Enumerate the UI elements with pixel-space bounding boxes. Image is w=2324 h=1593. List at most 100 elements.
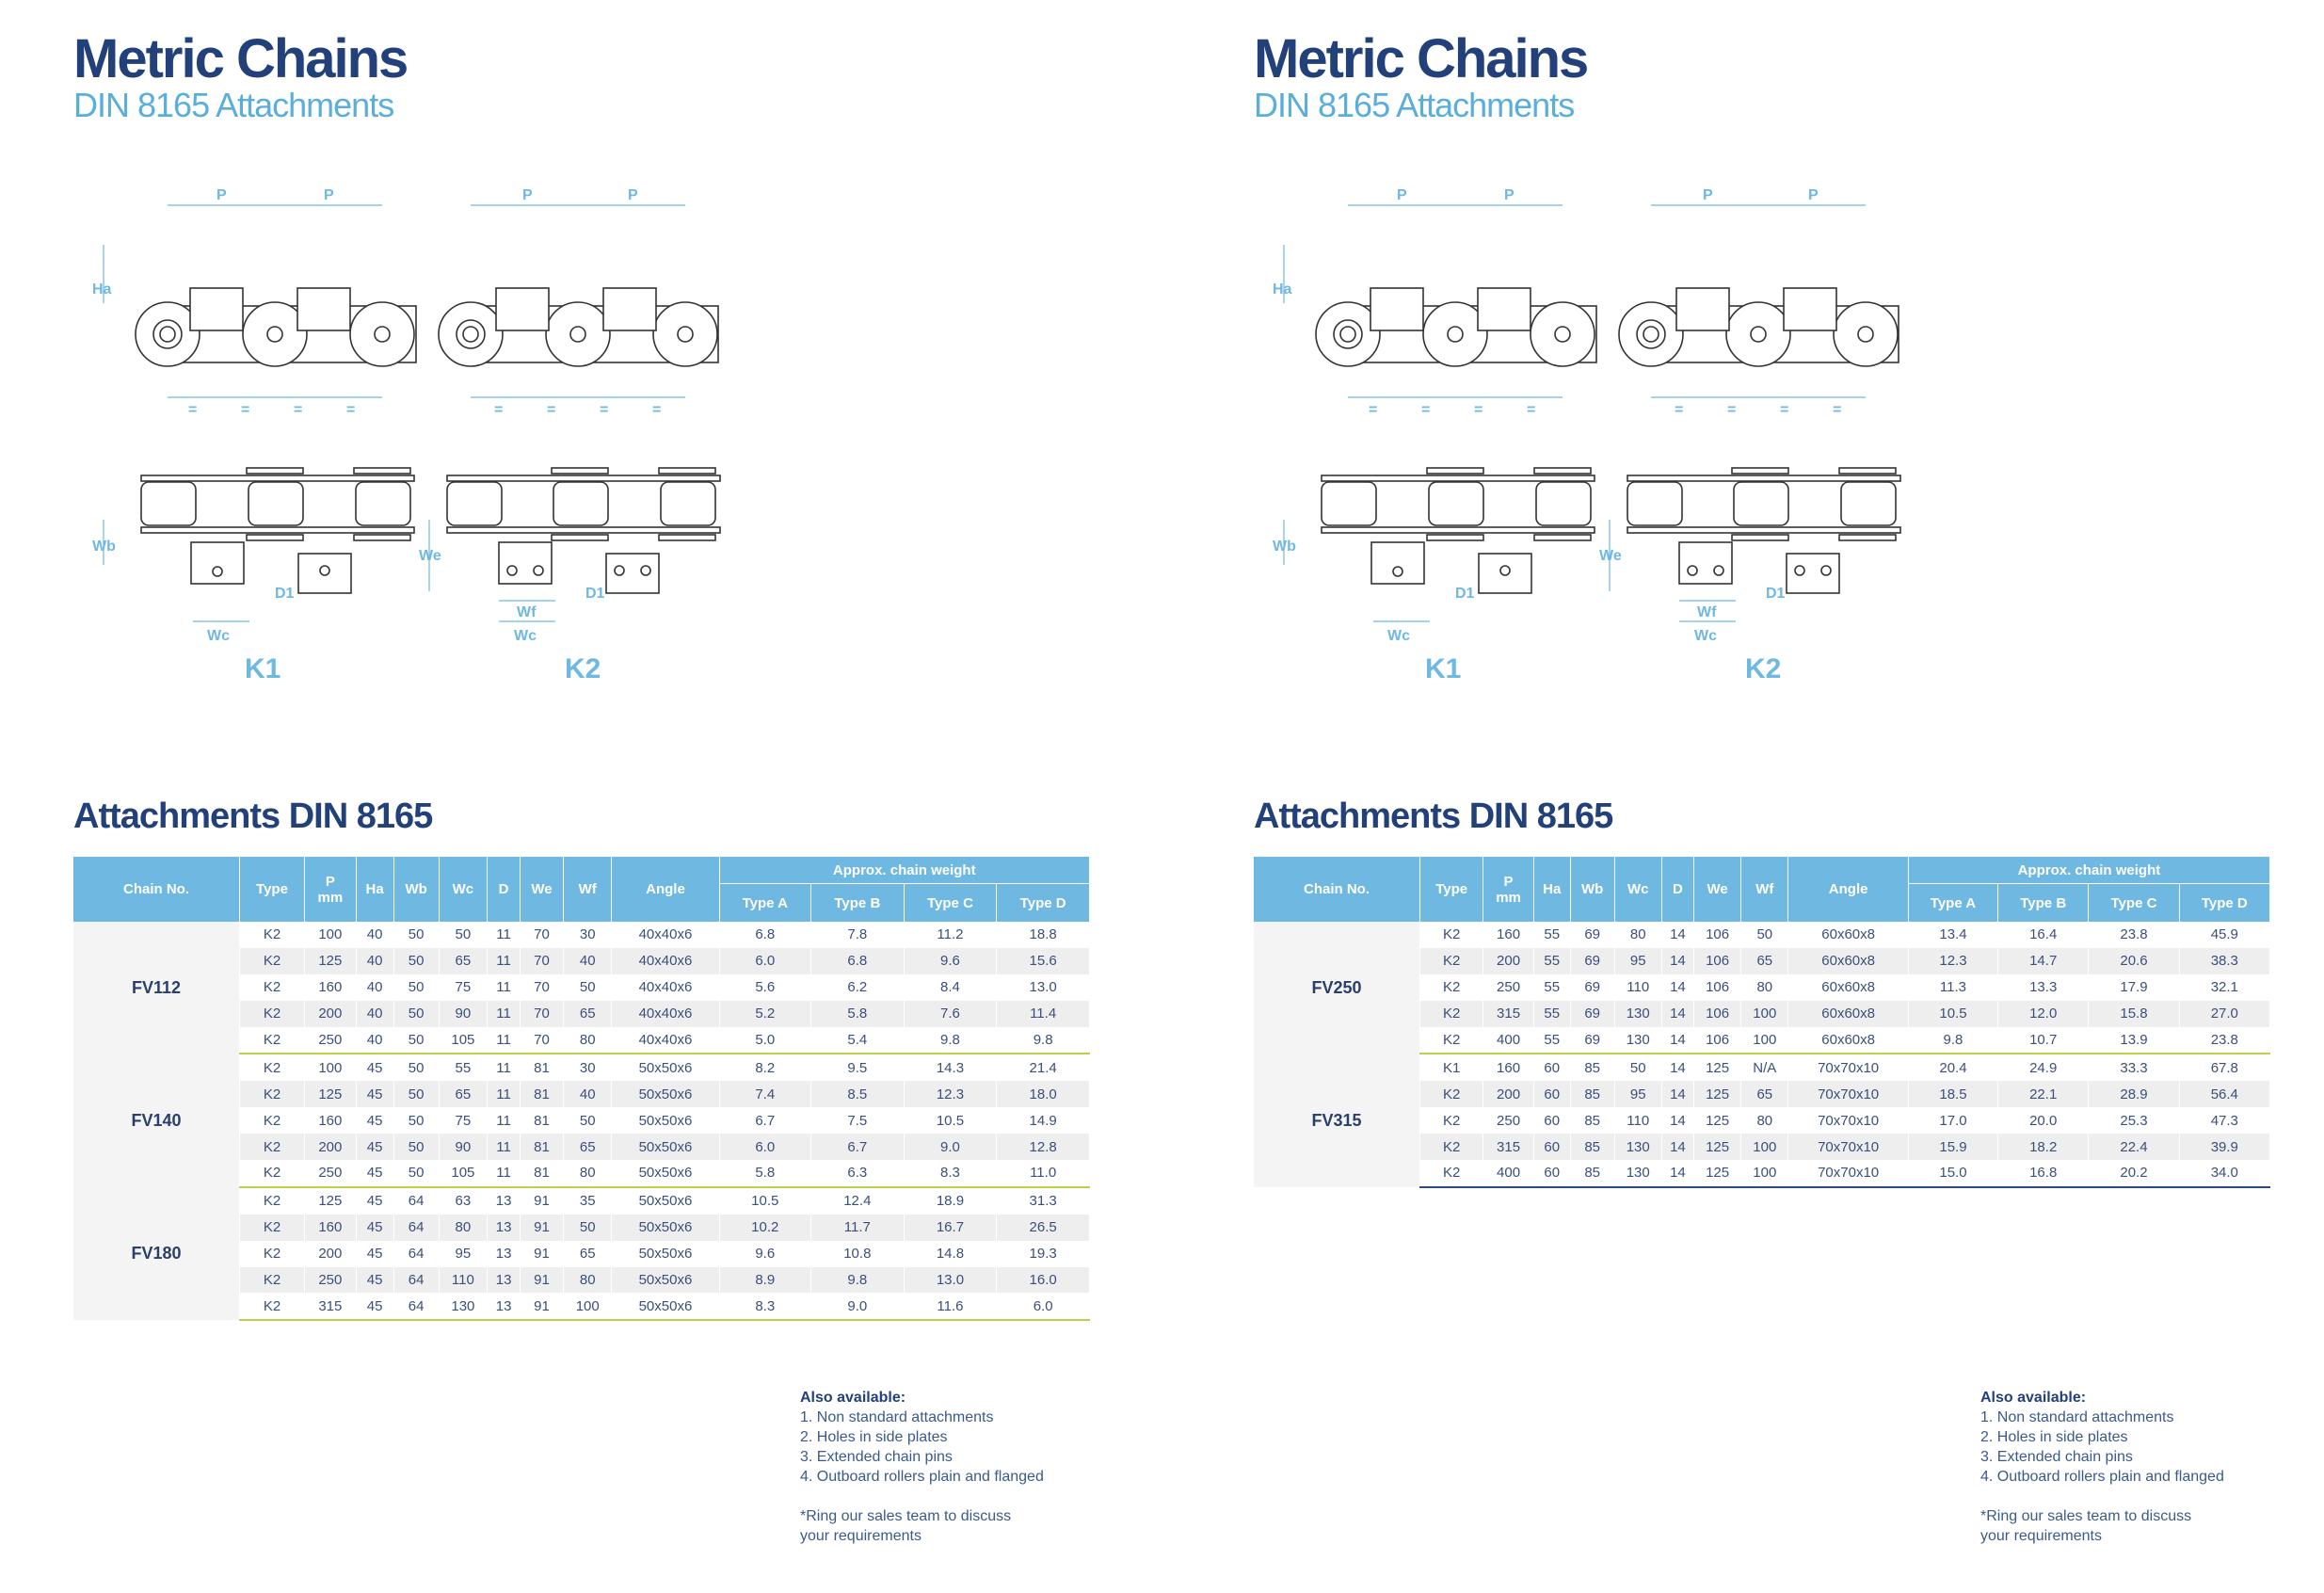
table-cell: 60 [1533,1107,1571,1134]
table-cell: 45 [356,1214,394,1241]
notes-item: 1. Non standard attachments [1980,1409,2174,1425]
col-type-c: Type C [2088,883,2180,922]
table-cell: 11.7 [810,1214,905,1241]
table-cell: 5.4 [810,1026,905,1055]
table-cell: 11.3 [1908,974,1999,1001]
col-d: D [487,857,521,922]
table-cell: 21.4 [996,1054,1090,1082]
table-cell: 40 [563,947,613,974]
table-cell: 50x50x6 [611,1266,720,1294]
page-title: Metric Chains [73,28,409,89]
table-cell: 11 [487,1026,521,1055]
col-weight-group: Approx. chain weight [1908,857,2271,884]
eq-label: = [241,402,249,418]
eq-label: = [1527,402,1535,418]
table-cell: 9.8 [1908,1026,1999,1055]
table-cell: 81 [520,1160,564,1188]
table-cell: 315 [304,1293,357,1322]
table-cell: 106 [1693,922,1742,948]
table-cell: 45 [356,1266,394,1294]
table-cell: 69 [1570,947,1615,974]
notes-item: 3. Extended chain pins [800,1449,953,1465]
table-cell: 26.5 [996,1214,1090,1241]
table-cell: 35 [563,1186,613,1215]
table-cell: 10.8 [810,1240,905,1267]
table-cell: K2 [239,1186,305,1215]
notes-item: 4. Outboard rollers plain and flanged [1980,1469,2224,1485]
table-cell: 56.4 [2179,1081,2271,1108]
table-cell: 106 [1693,947,1742,974]
col-type-b: Type B [810,883,905,922]
table-cell: 55 [1533,974,1571,1001]
chain-drawing-svg: P P P P Ha Wb We Wc Wc Wf D1 D1 = = = = … [92,187,721,684]
table-cell: K2 [239,1081,305,1108]
table-cell: 18.0 [996,1081,1090,1108]
table-cell: 16.4 [1997,922,2090,948]
table-cell: 45 [356,1134,394,1161]
col-we: We [520,857,564,922]
table-cell: K2 [239,1054,305,1082]
col-we: We [1693,857,1742,922]
table-cell: K2 [239,1026,305,1055]
eq-label: = [294,402,302,418]
table-cell: 160 [304,1107,357,1134]
table-cell: 13 [487,1214,521,1241]
table-cell: 70 [520,1026,564,1055]
table-cell: 14 [1661,1054,1694,1082]
chain-diagram: P P P P Ha Wb We Wc Wc Wf D1 D1 = = = = … [56,179,1111,781]
table-cell: 64 [393,1266,440,1294]
col-weight-group: Approx. chain weight [719,857,1090,884]
table-cell: 9.5 [810,1054,905,1082]
table-cell: 15.8 [2088,1000,2180,1027]
table-cell: 12.4 [810,1186,905,1215]
table-cell: 10.5 [904,1107,998,1134]
table-cell: 45 [356,1186,394,1215]
table-cell: 250 [1483,1107,1534,1134]
p-label: P [216,187,227,203]
table-cell: 11.6 [904,1293,998,1322]
table-cell: 125 [304,947,357,974]
table-cell: 90 [439,1134,489,1161]
col-ha: Ha [1533,857,1571,922]
table-cell: 50x50x6 [611,1081,720,1108]
table-cell: 16.0 [996,1266,1090,1294]
table-cell: 11 [487,1107,521,1134]
table-cell: 60 [1533,1081,1571,1108]
table-cell: 70x70x10 [1787,1081,1909,1108]
table-cell: 64 [393,1186,440,1215]
page-title: Metric Chains [1254,28,1589,89]
table-cell: 6.8 [810,947,905,974]
section-title: Attachments DIN 8165 [1254,796,1613,836]
notes-item: 2. Holes in side plates [1980,1429,2128,1445]
table-cell: 6.7 [719,1107,812,1134]
ha-label: Ha [92,282,112,298]
table-cell: 50 [393,922,440,948]
table-cell: 14.8 [904,1240,998,1267]
col-chain-no: Chain No. [1254,857,1420,922]
table-cell: 40 [356,1026,394,1055]
chain-no-cell: FV112 [73,922,240,1054]
table-cell: 60 [1533,1134,1571,1161]
table-cell: 9.0 [810,1293,905,1322]
col-wb: Wb [393,857,440,922]
table-cell: N/A [1740,1054,1789,1082]
table-cell: 18.8 [996,922,1090,948]
table-cell: K2 [239,1134,305,1161]
table-cell: 17.9 [2088,974,2180,1001]
col-wc: Wc [439,857,489,922]
table-cell: K2 [239,1160,305,1188]
table-cell: 40x40x6 [611,922,720,948]
table-cell: 50 [393,1134,440,1161]
eq-label: = [600,402,608,418]
table-cell: 6.0 [996,1293,1090,1322]
table-cell: K2 [1419,974,1484,1001]
table-cell: 45 [356,1160,394,1188]
table-cell: 9.8 [904,1026,998,1055]
table-cell: 14 [1661,1160,1694,1188]
